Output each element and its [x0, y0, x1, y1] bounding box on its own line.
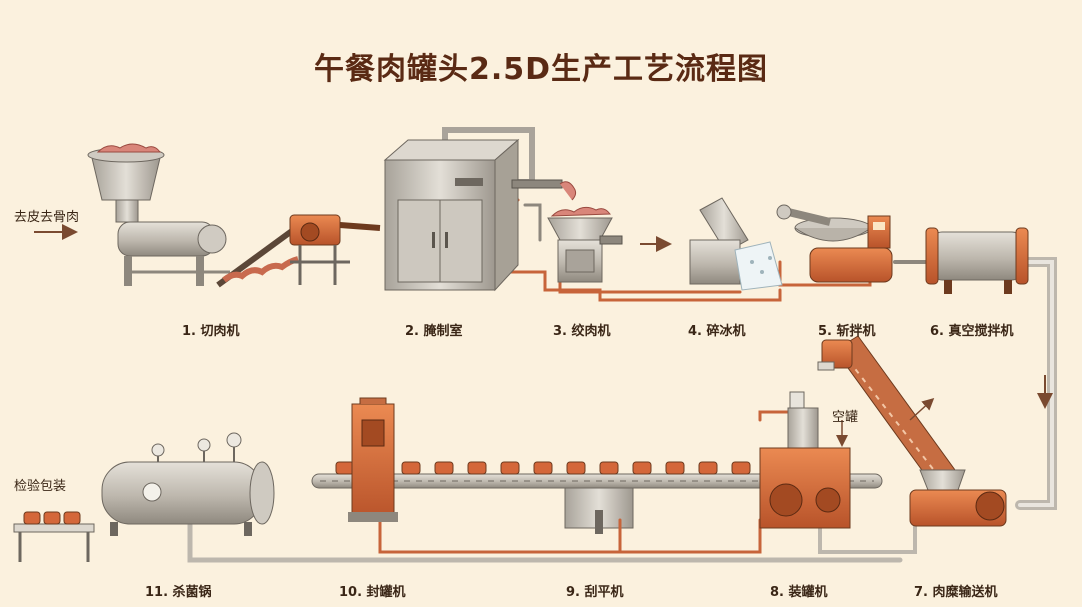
can-on-conveyor — [599, 461, 619, 475]
step-4-label: 4. 碎冰机 — [688, 324, 746, 339]
machine-ice-crusher — [689, 197, 783, 291]
can-on-conveyor — [533, 461, 553, 475]
can-on-conveyor — [434, 461, 454, 475]
output-label: 检验包装 — [14, 479, 67, 494]
empty-can-label: 空罐 — [832, 410, 859, 425]
can-on-conveyor — [632, 461, 652, 475]
machine-chopper — [776, 204, 893, 283]
step-8-label: 8. 装罐机 — [770, 585, 828, 600]
can-on-conveyor — [698, 461, 718, 475]
step-7-label: 7. 肉糜输送机 — [914, 585, 998, 600]
can-on-conveyor — [467, 461, 487, 475]
machine-grinder — [547, 206, 623, 283]
machine-sterilizer — [101, 432, 275, 536]
step-2-label: 2. 腌制室 — [405, 324, 463, 339]
machine-meat-cutter — [87, 143, 381, 288]
can-on-conveyor — [335, 461, 355, 475]
can-on-conveyor — [665, 461, 685, 475]
machine-vacuum-mixer — [925, 227, 1029, 294]
conveyor-cans — [335, 461, 817, 475]
machine-paste-conveyor — [817, 335, 1007, 527]
step-3-label: 3. 绞肉机 — [553, 324, 611, 339]
can-on-conveyor — [731, 461, 751, 475]
step-5-label: 5. 斩拌机 — [818, 324, 876, 339]
machine-can-sealer — [348, 397, 398, 522]
step-6-label: 6. 真空搅拌机 — [930, 324, 1014, 339]
machine-curing-room — [383, 138, 577, 292]
can-on-conveyor — [566, 461, 586, 475]
intake-label: 去皮去骨肉 — [14, 210, 80, 225]
machine-can-filler — [759, 391, 851, 529]
step-10-label: 10. 封罐机 — [339, 585, 406, 600]
inspection-table — [13, 511, 95, 562]
step-11-label: 11. 杀菌锅 — [145, 585, 212, 600]
diagram-title: 午餐肉罐头2.5D生产工艺流程图 — [313, 52, 769, 87]
can-on-conveyor — [401, 461, 421, 475]
step-9-label: 9. 刮平机 — [566, 585, 624, 600]
can-on-conveyor — [500, 461, 520, 475]
step-1-label: 1. 切肉机 — [182, 324, 240, 339]
